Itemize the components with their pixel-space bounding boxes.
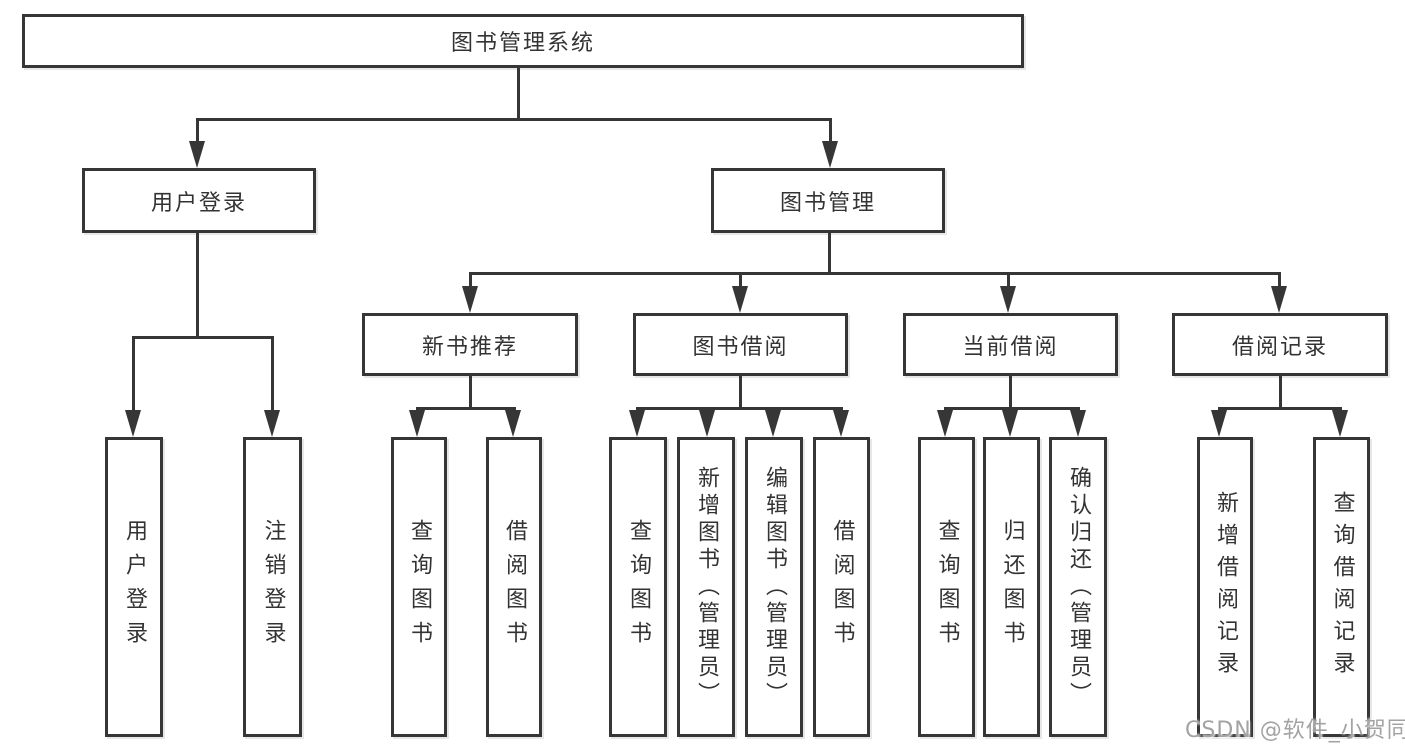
node-leaf-query-borrow-record: 查询借阅记录 [1313, 437, 1370, 737]
node-borrowing-records: 借阅记录 [1172, 313, 1388, 376]
node-label: 借阅图书 [502, 519, 527, 655]
csdn-watermark: CSDN @软件_小贺同学 [1185, 718, 1405, 743]
connector-borrowing-stem [739, 376, 742, 410]
connector-shaft [739, 272, 742, 289]
node-leaf-logout: 注销登录 [243, 437, 302, 737]
connector-userlogin-stem [196, 233, 199, 339]
node-label: 图书管理系统 [450, 31, 595, 56]
arrowhead-down-icon [732, 286, 748, 313]
arrowhead-down-icon [1332, 410, 1348, 437]
node-user-login: 用户登录 [82, 168, 316, 233]
node-label: 查询借阅记录 [1329, 491, 1355, 683]
node-leaf-query-books-3: 查询图书 [918, 437, 975, 737]
node-label: 用户登录 [150, 190, 247, 216]
connector-shaft [1007, 272, 1010, 289]
node-label: 归还图书 [999, 519, 1025, 655]
arrowhead-down-icon [462, 286, 478, 313]
node-label: 借阅记录 [1231, 334, 1328, 360]
connector-current-rail [944, 407, 1080, 410]
node-label: 新书推荐 [421, 334, 518, 360]
node-label: 新增借阅记录 [1213, 491, 1238, 683]
node-label: 图书借阅 [692, 334, 789, 360]
connector-current-stem [1009, 376, 1012, 410]
arrowhead-down-icon [1271, 286, 1287, 313]
node-label: 注销登录 [260, 519, 286, 655]
arrowhead-down-icon [699, 410, 715, 437]
node-library-management-system: 图书管理系统 [22, 14, 1024, 68]
arrowhead-down-icon [505, 410, 521, 437]
node-leaf-return-books: 归还图书 [983, 437, 1040, 737]
node-label: 借阅图书 [829, 519, 855, 655]
connector-root-rail [196, 118, 832, 121]
arrowhead-down-icon [765, 410, 781, 437]
arrowhead-down-icon [1070, 410, 1086, 437]
connector-root-stem [517, 68, 520, 120]
node-label: 确认归还（管理员） [1066, 465, 1091, 709]
connector-records-stem [1279, 376, 1282, 410]
connector-borrowing-rail [636, 407, 843, 410]
connector-shaft [196, 118, 199, 145]
node-label: 新增图书（管理员） [694, 465, 719, 709]
arrowhead-down-icon [833, 410, 849, 437]
node-leaf-borrow-books-1: 借阅图书 [486, 437, 542, 737]
arrowhead-down-icon [629, 410, 645, 437]
connector-records-rail [1218, 407, 1340, 410]
node-leaf-edit-books-admin: 编辑图书（管理员） [745, 437, 803, 737]
arrowhead-down-icon [822, 141, 838, 168]
node-leaf-borrow-books-2: 借阅图书 [813, 437, 870, 737]
connector-shaft [829, 118, 832, 145]
node-book-management: 图书管理 [711, 168, 945, 233]
arrowhead-down-icon [1002, 410, 1018, 437]
node-leaf-query-books-2: 查询图书 [609, 437, 667, 737]
connector-bookmgmt-stem [828, 233, 831, 275]
arrowhead-down-icon [189, 141, 205, 168]
arrowhead-down-icon [264, 410, 280, 437]
node-leaf-add-books-admin: 新增图书（管理员） [677, 437, 735, 737]
arrowhead-down-icon [125, 410, 141, 437]
connector-shaft [132, 336, 135, 414]
node-current-borrowing: 当前借阅 [903, 313, 1118, 376]
connector-newbook-stem [469, 375, 472, 410]
connector-shaft [271, 336, 274, 414]
node-label: 用户登录 [122, 519, 147, 655]
node-label: 图书管理 [779, 190, 876, 216]
node-label: 当前借阅 [962, 334, 1059, 360]
node-leaf-confirm-return-admin: 确认归还（管理员） [1049, 437, 1107, 737]
node-label: 查询图书 [626, 519, 651, 655]
connector-bookmgmt-rail [469, 272, 1281, 275]
node-label: 查询图书 [934, 519, 960, 655]
connector-shaft [1278, 272, 1281, 289]
node-leaf-add-borrow-record: 新增借阅记录 [1197, 437, 1253, 737]
node-label: 查询图书 [407, 519, 432, 655]
node-leaf-query-books-1: 查询图书 [391, 437, 447, 737]
node-book-borrowing: 图书借阅 [633, 313, 848, 376]
connector-newbook-rail [416, 407, 516, 410]
node-label: 编辑图书（管理员） [762, 465, 787, 709]
arrowhead-down-icon [409, 410, 425, 437]
connector-userlogin-rail [132, 336, 274, 339]
node-new-book-recommendation: 新书推荐 [362, 313, 578, 376]
connector-shaft [469, 272, 472, 289]
arrowhead-down-icon [937, 410, 953, 437]
node-leaf-user-login: 用户登录 [105, 437, 163, 737]
arrowhead-down-icon [1000, 286, 1016, 313]
arrowhead-down-icon [1211, 410, 1227, 437]
